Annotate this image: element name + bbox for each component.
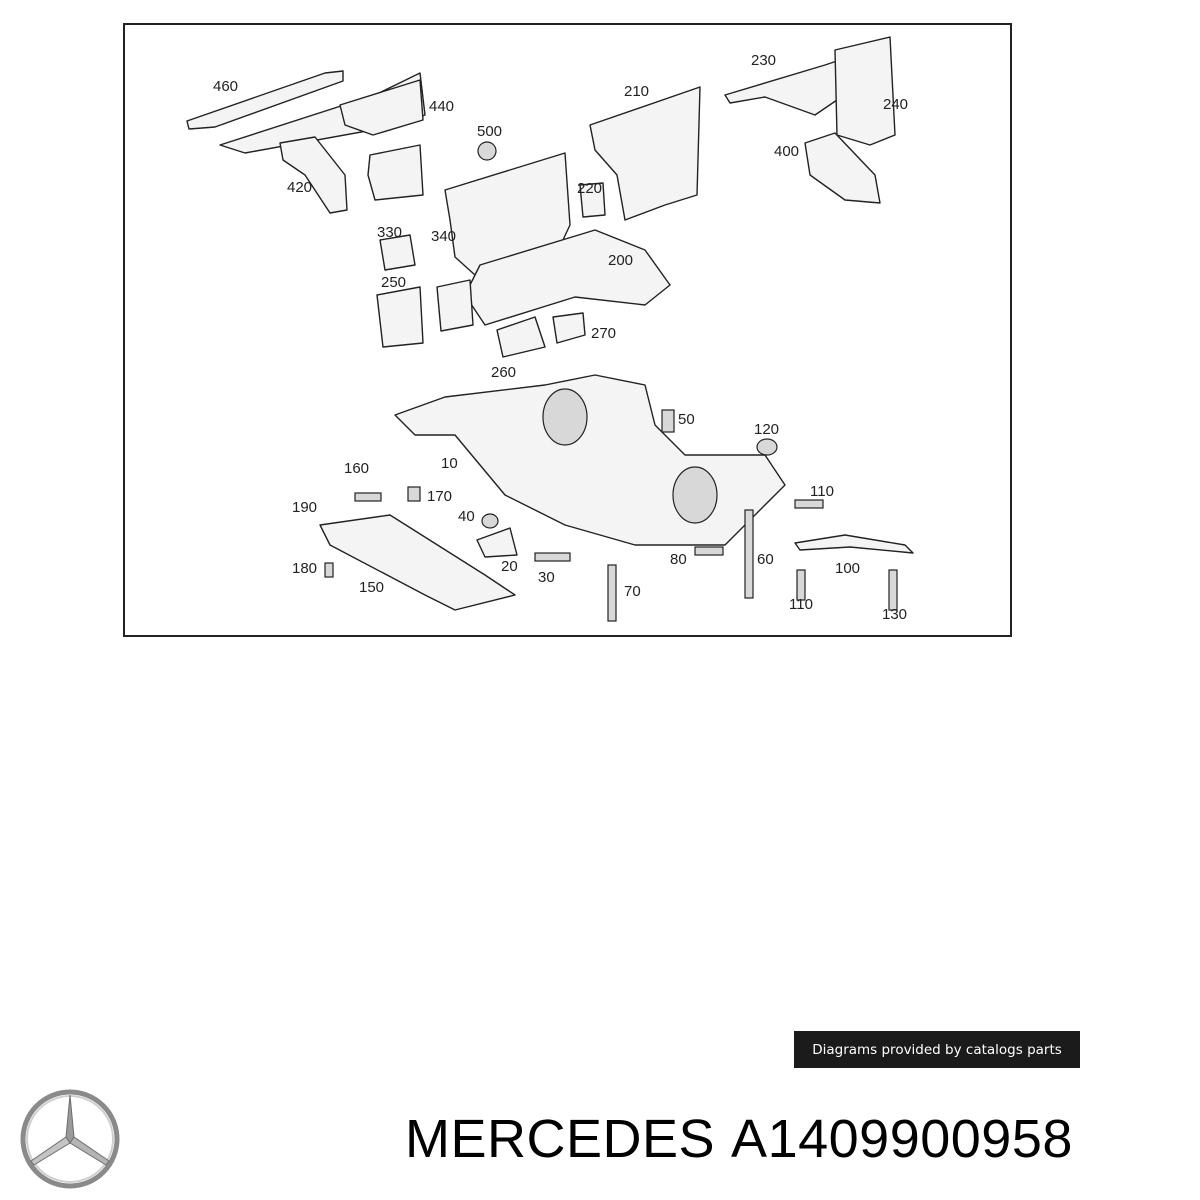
- callout-110: 110: [810, 483, 834, 500]
- callout-440: 440: [429, 98, 454, 115]
- callout-340: 340: [431, 228, 456, 245]
- wheelhouse-assembly: [376, 141, 671, 358]
- part-500-icon: [477, 141, 497, 161]
- upper-rail-assembly: [186, 70, 426, 214]
- callout-60: 60: [757, 551, 774, 568]
- callout-250: 250: [381, 274, 406, 291]
- parts-diagram-frame: 460 440 500 210 230 240 420 400 220 330 …: [123, 23, 1012, 637]
- callout-420: 420: [287, 179, 312, 196]
- callout-500: 500: [477, 123, 502, 140]
- brand-name: MERCEDES: [405, 1109, 716, 1169]
- callout-160: 160: [344, 460, 369, 477]
- callout-260: 260: [491, 364, 516, 381]
- right-panels: [724, 36, 896, 204]
- callout-30: 30: [538, 569, 555, 586]
- mercedes-star-icon: [20, 1089, 120, 1189]
- callout-50: 50: [678, 411, 695, 428]
- callout-220: 220: [577, 180, 602, 197]
- callout-80: 80: [670, 551, 687, 568]
- callout-110-lower: 110: [789, 596, 813, 613]
- callout-230: 230: [751, 52, 776, 69]
- callout-150: 150: [359, 579, 384, 596]
- callout-190: 190: [292, 499, 317, 516]
- parts-diagram: 460 440 500 210 230 240 420 400 220 330 …: [186, 36, 914, 623]
- callout-240: 240: [883, 96, 908, 113]
- callout-170: 170: [427, 488, 452, 505]
- callout-20: 20: [501, 558, 518, 575]
- callout-270: 270: [591, 325, 616, 342]
- callout-180: 180: [292, 560, 317, 577]
- callout-100: 100: [835, 560, 860, 577]
- catalog-credit-banner: Diagrams provided by catalogs parts: [794, 1031, 1080, 1068]
- part-number: A1409900958: [731, 1109, 1073, 1169]
- callout-200: 200: [608, 252, 633, 269]
- subframe: [319, 374, 786, 611]
- callout-70: 70: [624, 583, 641, 600]
- callout-330: 330: [377, 224, 402, 241]
- callout-400: 400: [774, 143, 799, 160]
- callout-460: 460: [213, 78, 238, 95]
- callout-130: 130: [882, 606, 907, 623]
- right-wheelhouse: [579, 86, 701, 221]
- callout-40: 40: [458, 508, 475, 525]
- callout-10: 10: [441, 455, 458, 472]
- fasteners: [324, 409, 914, 622]
- callout-210: 210: [624, 83, 649, 100]
- callout-labels: 460 440 500 210 230 240 420 400 220 330 …: [213, 52, 908, 623]
- callout-120: 120: [754, 421, 779, 438]
